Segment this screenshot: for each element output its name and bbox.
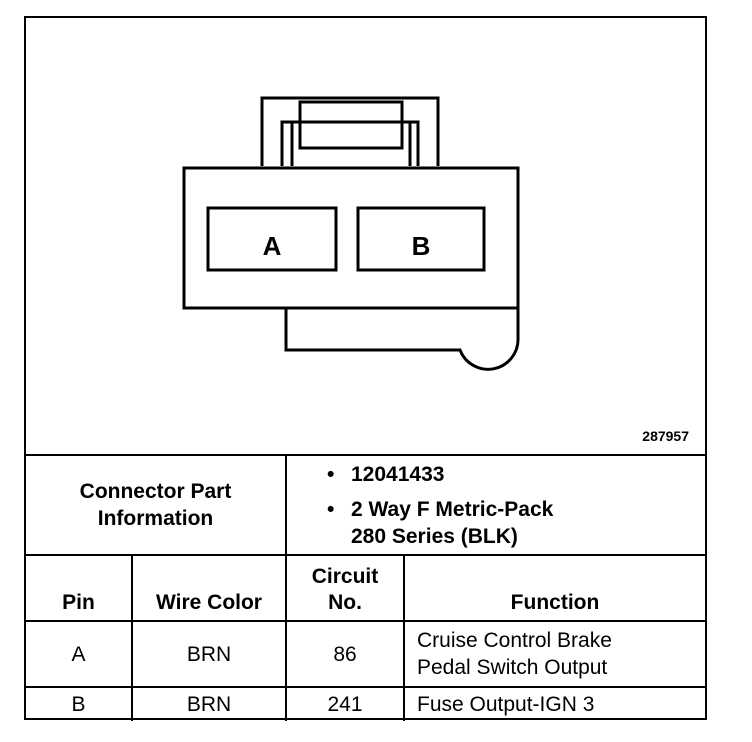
row-a-circuit: 86 — [285, 620, 405, 688]
cavity-a-label: A — [263, 231, 282, 261]
header-function: Function — [403, 554, 705, 622]
connector-body — [182, 166, 520, 310]
connector-face-svg: A B — [182, 96, 520, 371]
connector-drawing: A B 287957 — [26, 18, 705, 454]
connector-info-table: Connector Part Information 12041433 2 Wa… — [26, 454, 705, 721]
row-b-circuit: 241 — [285, 686, 405, 721]
part-description-bullet: 2 Way F Metric-Pack 280 Series (BLK) — [327, 496, 705, 550]
row-a-wire-color: BRN — [131, 620, 287, 688]
locking-tab-outer — [260, 96, 440, 166]
row-b-pin: B — [26, 686, 133, 721]
locking-tab-inner — [280, 120, 420, 166]
header-pin: Pin — [26, 554, 133, 622]
connector-part-label: Connector Part Information — [26, 454, 287, 556]
table-row: A BRN 86 Cruise Control Brake Pedal Swit… — [26, 620, 705, 688]
connector-part-row: Connector Part Information 12041433 2 Wa… — [26, 454, 705, 556]
part-number-bullet: 12041433 — [327, 461, 705, 488]
cavity-a — [206, 206, 338, 272]
connector-part-values: 12041433 2 Way F Metric-Pack 280 Series … — [285, 454, 705, 556]
locking-tab-latch — [298, 100, 404, 150]
row-b-wire-color: BRN — [131, 686, 287, 721]
row-b-function: Fuse Output-IGN 3 — [403, 686, 705, 721]
header-circuit-no: Circuit No. — [285, 554, 405, 622]
cavity-b-label: B — [412, 231, 431, 261]
row-a-pin: A — [26, 620, 133, 688]
connector-lower-extension — [284, 308, 520, 371]
cavity-b — [356, 206, 486, 272]
diagram-frame: A B 287957 Connector Part Information 12… — [24, 16, 707, 721]
row-a-function: Cruise Control Brake Pedal Switch Output — [403, 620, 705, 688]
figure-id: 287957 — [642, 428, 689, 444]
table-row: B BRN 241 Fuse Output-IGN 3 — [26, 686, 705, 721]
header-wire-color: Wire Color — [131, 554, 287, 622]
table-header-row: Pin Wire Color Circuit No. Function — [26, 554, 705, 622]
